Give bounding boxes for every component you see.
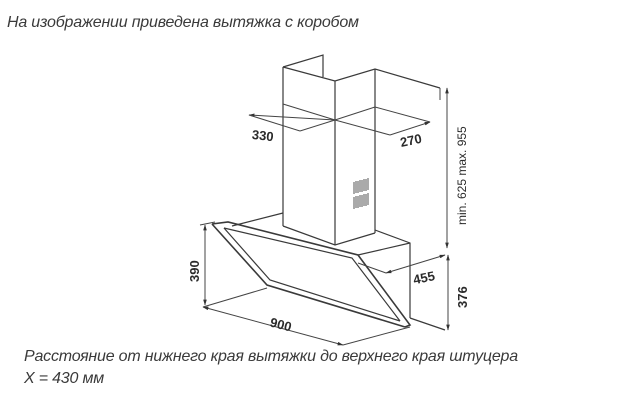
distance-value: X = 430 мм (24, 370, 104, 387)
dim-455-label: 455 (412, 268, 436, 287)
dimension-390 (199, 221, 216, 306)
dim-270-label: 270 (399, 131, 423, 150)
height-range-label: min. 625 max. 955 (455, 126, 469, 225)
duct-cover (282, 54, 441, 246)
dimension-900 (202, 287, 411, 346)
dim-390-label: 390 (187, 260, 202, 282)
dim-900-label: 900 (269, 315, 294, 335)
vent-grille-icon (353, 178, 369, 209)
duct-dimension-lines (248, 88, 441, 136)
bottom-caption: Расстояние от нижнего края вытяжки до ве… (24, 346, 518, 390)
dim-330-label: 330 (251, 127, 274, 144)
distance-description: Расстояние от нижнего края вытяжки до ве… (24, 348, 518, 365)
dimension-455 (357, 254, 446, 274)
dim-376-label: 376 (455, 286, 470, 308)
top-caption: На изображении приведена вытяжка с короб… (7, 14, 359, 31)
hood-canopy (211, 212, 446, 331)
